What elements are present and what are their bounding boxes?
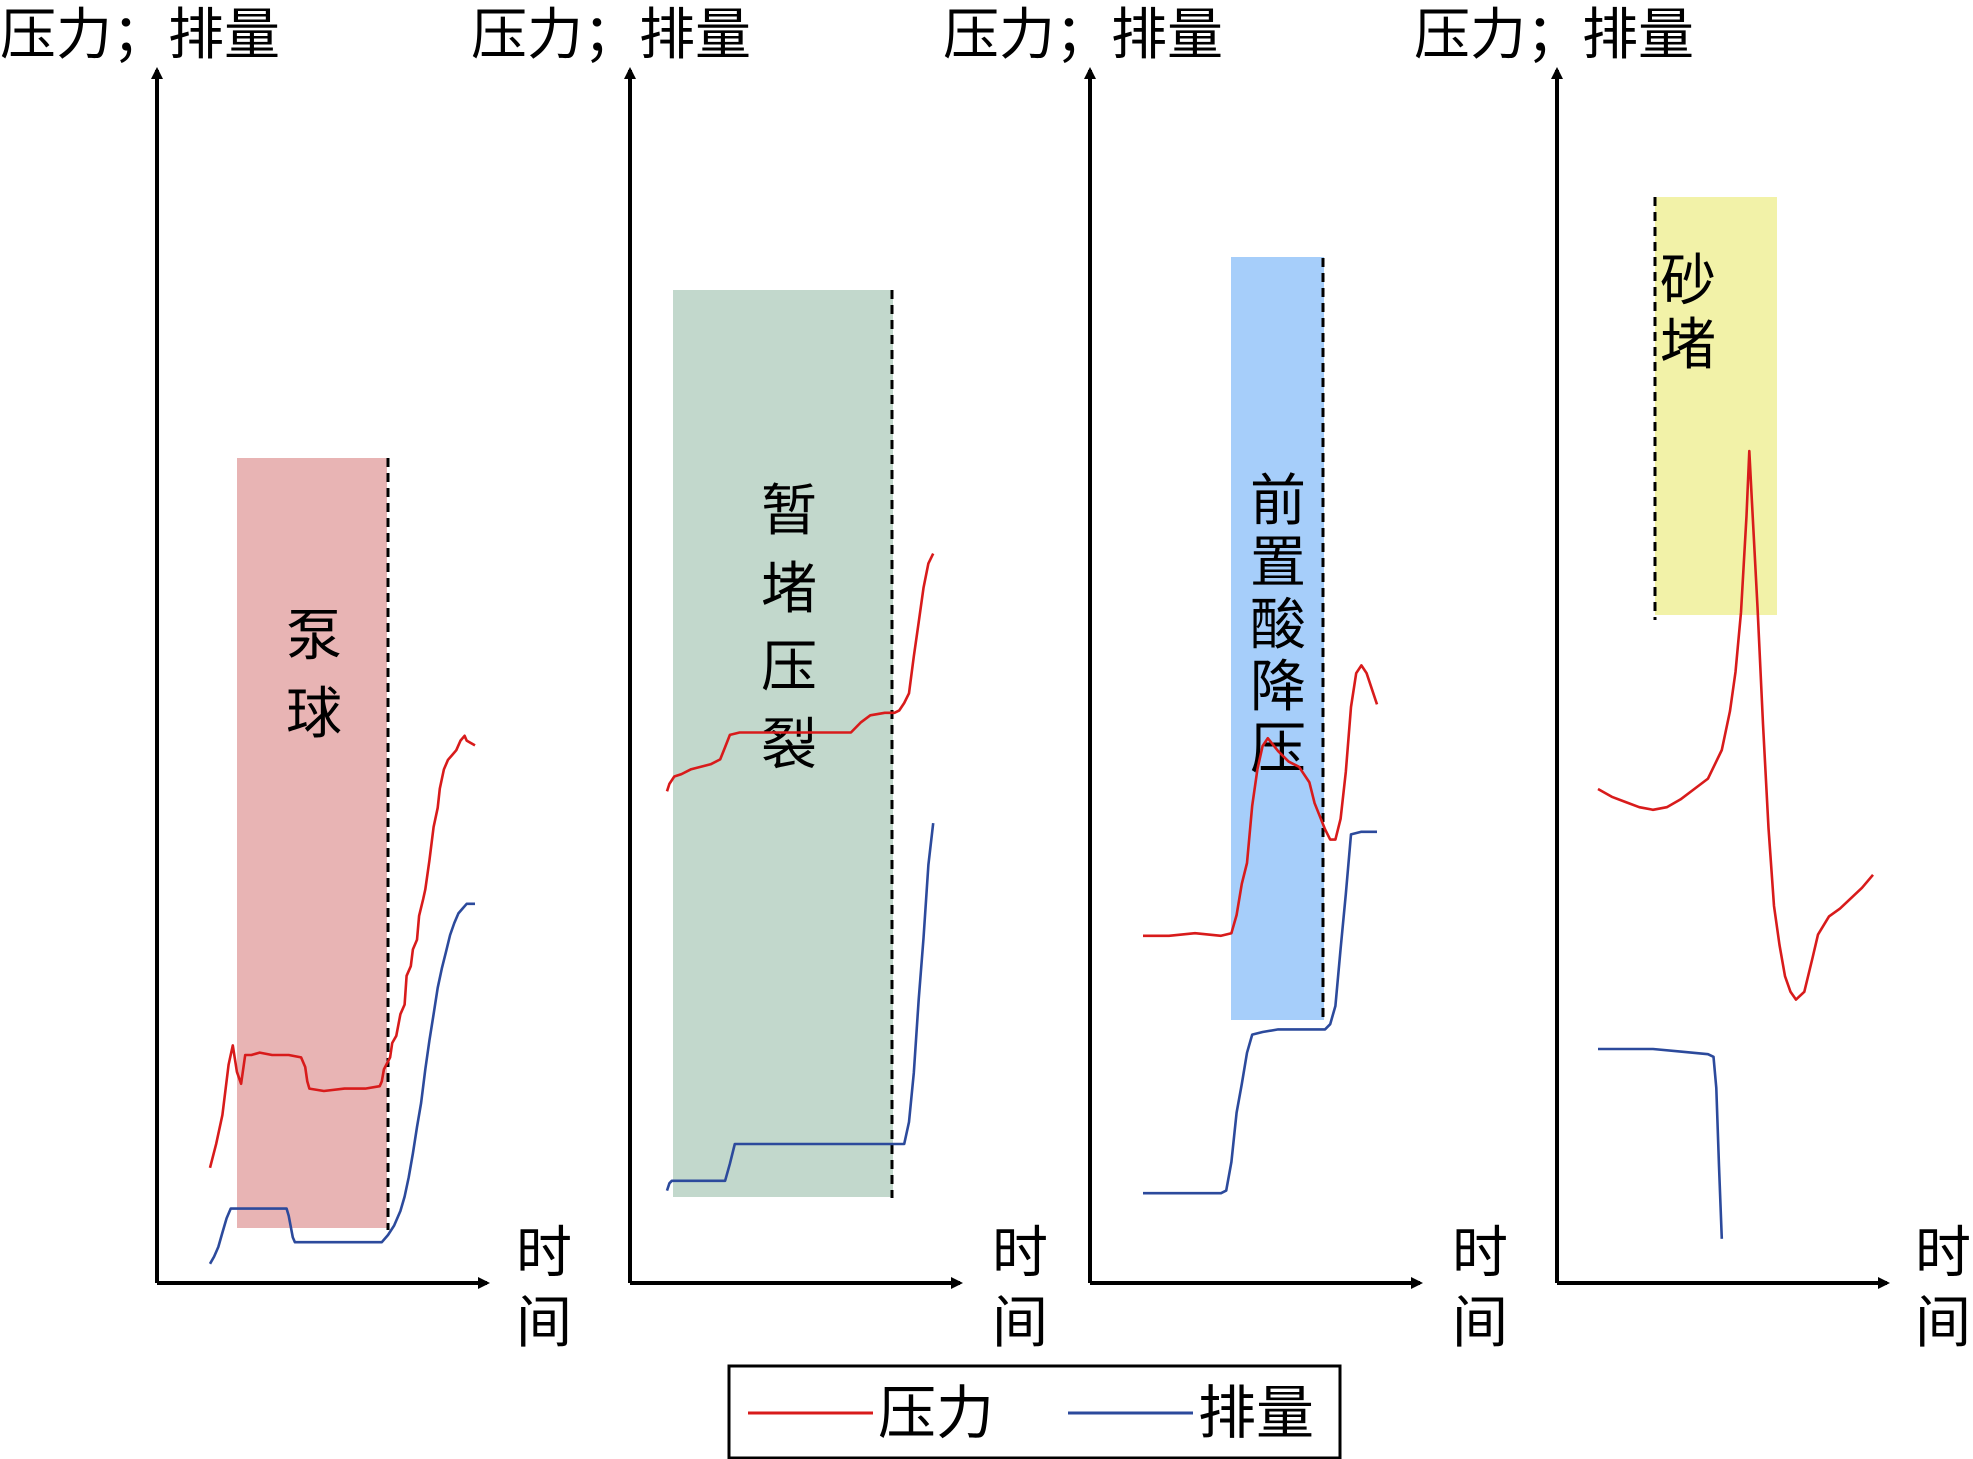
y-axis-label: 压力；排量 bbox=[0, 3, 280, 68]
pressure-line bbox=[208, 734, 476, 1169]
pressure-line bbox=[665, 553, 935, 792]
x-axis-label-char: 时 bbox=[1452, 1221, 1508, 1286]
rate-line bbox=[1143, 830, 1377, 1195]
stage-label-char: 裂 bbox=[761, 713, 817, 778]
rate-line bbox=[1598, 1047, 1724, 1239]
x-axis-label: 时间 bbox=[1452, 1221, 1508, 1356]
x-axis-label: 时间 bbox=[992, 1221, 1048, 1356]
y-axis-label: 压力；排量 bbox=[1414, 3, 1694, 68]
x-axis-label-char: 时 bbox=[992, 1221, 1048, 1286]
x-axis-label: 时间 bbox=[516, 1221, 572, 1356]
x-axis-label-char: 间 bbox=[1452, 1291, 1508, 1356]
pressure-line bbox=[1597, 449, 1874, 1001]
stage-label-char: 前 bbox=[1250, 469, 1306, 534]
legend-label: 压力 bbox=[878, 1379, 994, 1447]
stage-label-char: 置 bbox=[1250, 531, 1306, 596]
stage-label-char: 球 bbox=[286, 682, 342, 747]
x-axis-label-char: 时 bbox=[1915, 1221, 1971, 1286]
stage-label-char: 暂 bbox=[761, 479, 817, 544]
stage-label-char: 砂 bbox=[1660, 249, 1716, 314]
stage-band bbox=[237, 458, 387, 1228]
stage-label-char: 酸 bbox=[1250, 593, 1306, 658]
x-axis-label-char: 间 bbox=[992, 1291, 1048, 1356]
rate-line bbox=[208, 902, 475, 1265]
stage-label-char: 堵 bbox=[761, 557, 817, 622]
x-axis-label-char: 间 bbox=[516, 1291, 572, 1356]
x-axis-label-char: 间 bbox=[1915, 1291, 1971, 1356]
stage-label: 砂堵 bbox=[1660, 249, 1716, 378]
y-axis-label: 压力；排量 bbox=[943, 3, 1223, 68]
stage-label-char: 泵 bbox=[286, 604, 342, 669]
stage-label: 泵球 bbox=[286, 604, 342, 747]
x-axis-label-char: 时 bbox=[516, 1221, 572, 1286]
legend: 压力 排量 bbox=[727, 1364, 1342, 1459]
stage-band bbox=[1231, 257, 1324, 1020]
pressure-line bbox=[1143, 664, 1379, 938]
rate-line bbox=[665, 822, 935, 1192]
stage-label-char: 降 bbox=[1250, 655, 1306, 720]
x-axis-label: 时间 bbox=[1915, 1221, 1971, 1356]
stage-band bbox=[1655, 197, 1777, 615]
stage-label-char: 堵 bbox=[1660, 313, 1716, 378]
legend-label: 排量 bbox=[1198, 1379, 1314, 1447]
y-axis-label: 压力；排量 bbox=[471, 3, 751, 68]
stage-band bbox=[673, 290, 893, 1197]
stage-label-char: 压 bbox=[761, 635, 817, 700]
